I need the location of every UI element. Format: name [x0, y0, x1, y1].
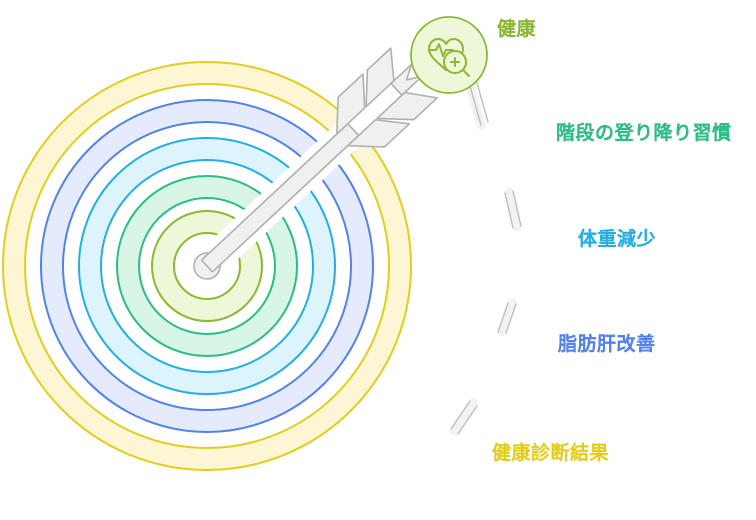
connector-liver-to-checkup-outline2 [457, 405, 478, 435]
node-stair-habit-label: 階段の登り降り習慣 [556, 123, 732, 144]
target-ring-outer-yellow [3, 62, 411, 470]
arrow-nock [390, 63, 424, 97]
connector-stairs-to-weight [504, 187, 522, 232]
node-fatty-liver-label: 脂肪肝改善 [558, 334, 656, 355]
node-health[interactable] [410, 16, 488, 94]
connector-weight-to-liver-outline2 [505, 303, 517, 334]
target-ring-outer-yellow-edge-in [24, 83, 390, 449]
target-ring-blue-edge-in [62, 121, 352, 411]
connector-weight-to-liver-outline [497, 302, 509, 333]
node-weight-loss-label: 体重減少 [578, 229, 657, 250]
target-ring-blue [41, 100, 373, 432]
target-ring-green-edge-out [116, 175, 298, 357]
connector-health-to-stairs-outline2 [476, 82, 489, 123]
concentric-target [2, 61, 412, 471]
connector-stairs-to-weight-outline [504, 192, 514, 229]
node-checkup-result-label: 健康診断結果 [492, 443, 610, 464]
arrow-fletching-upper [336, 73, 366, 135]
connector-weight-to-liver [497, 298, 517, 337]
target-ring-blue-edge-out [40, 99, 374, 433]
arrow-fletching-lower [346, 118, 411, 148]
connector-health-to-stairs-outline [469, 85, 482, 126]
milestone-connectors [449, 81, 522, 436]
connector-liver-to-checkup-outline [450, 400, 471, 430]
heart-pulse-magnifier-icon [428, 37, 471, 78]
target-ring-cyan-edge-in [100, 159, 314, 373]
node-health-label: 健康 [497, 19, 537, 40]
connector-liver-to-checkup [449, 398, 478, 436]
arrow-shaft [201, 123, 360, 273]
arrow-fletching-upper-outer [365, 47, 395, 108]
connector-stairs-to-weight-outline2 [512, 190, 522, 227]
target-ring-olive-edge-in [173, 232, 241, 300]
target-ring-olive [152, 211, 262, 321]
target-ring-green-edge-in [138, 197, 276, 335]
target-ring-outer-yellow-edge-out [2, 61, 412, 471]
target-ring-green [117, 176, 297, 356]
target-ring-cyan [79, 138, 335, 394]
arrow [193, 47, 438, 280]
target-ring-olive-edge-out [151, 210, 263, 322]
target-ring-cyan-edge-out [78, 137, 336, 395]
arrow-fletching-lower-outer [376, 91, 438, 121]
